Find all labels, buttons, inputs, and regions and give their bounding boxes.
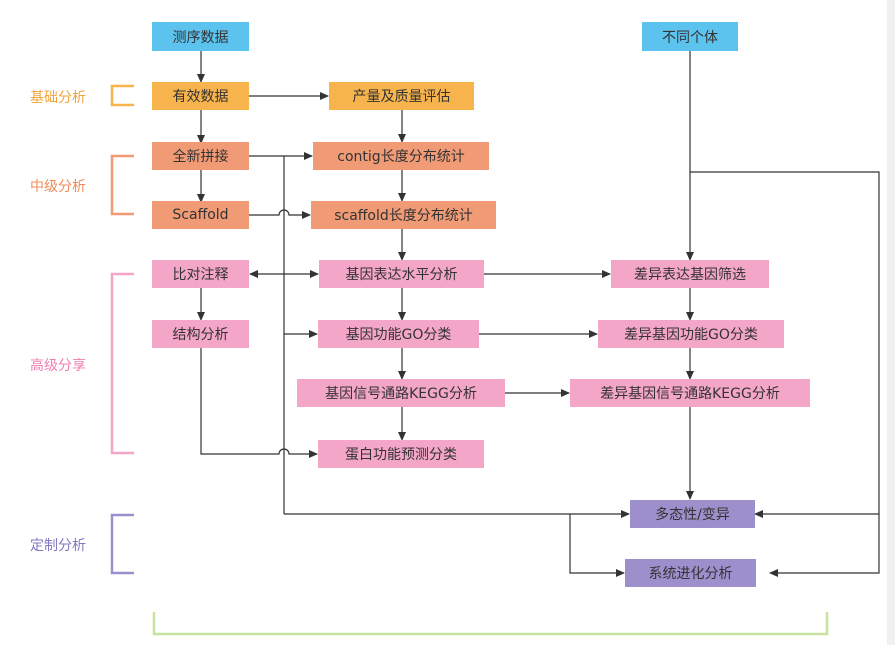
arrow-structure-to-protein [200, 348, 318, 458]
arrow-branch-to-phylogenetic [569, 514, 625, 577]
category-intermediate: 中级分析 [30, 179, 86, 195]
bracket-bottom [152, 612, 829, 636]
node-yield-quality: 产量及质量评估 [329, 82, 474, 110]
node-structure-analysis: 结构分析 [152, 320, 249, 348]
bracket-intermediate [110, 154, 134, 216]
bracket-custom [110, 513, 134, 575]
node-kegg-analysis: 基因信号通路KEGG分析 [297, 379, 505, 407]
node-alignment-annotation: 比对注释 [152, 260, 249, 288]
node-diff-kegg-analysis: 差异基因信号通路KEGG分析 [570, 379, 810, 407]
node-polymorphism: 多态性/变异 [630, 500, 755, 528]
category-basic: 基础分析 [30, 90, 86, 106]
node-diff-gene-screen: 差异表达基因筛选 [611, 260, 769, 288]
node-phylogenetic: 系统进化分析 [625, 559, 756, 587]
node-gene-expression: 基因表达水平分析 [319, 260, 484, 288]
arrow-scaffold-to-scaffoldstats [249, 209, 311, 219]
bracket-basic [110, 84, 134, 107]
node-valid-data: 有效数据 [152, 82, 249, 110]
node-go-classification: 基因功能GO分类 [318, 320, 479, 348]
edge-strip [887, 0, 895, 645]
category-custom: 定制分析 [30, 538, 86, 554]
node-diff-individuals: 不同个体 [642, 22, 738, 51]
node-protein-prediction: 蛋白功能预测分类 [318, 440, 484, 468]
node-de-novo-assembly: 全新拼接 [152, 142, 249, 170]
node-scaffold: Scaffold [152, 201, 249, 229]
node-seq-data: 测序数据 [152, 22, 249, 51]
category-advanced: 高级分享 [30, 358, 86, 374]
node-diff-go-classification: 差异基因功能GO分类 [598, 320, 784, 348]
node-contig-stats: contig长度分布统计 [313, 142, 489, 170]
node-scaffold-stats: scaffold长度分布统计 [311, 201, 496, 229]
bracket-advanced [110, 272, 134, 455]
loop-right [690, 171, 880, 577]
